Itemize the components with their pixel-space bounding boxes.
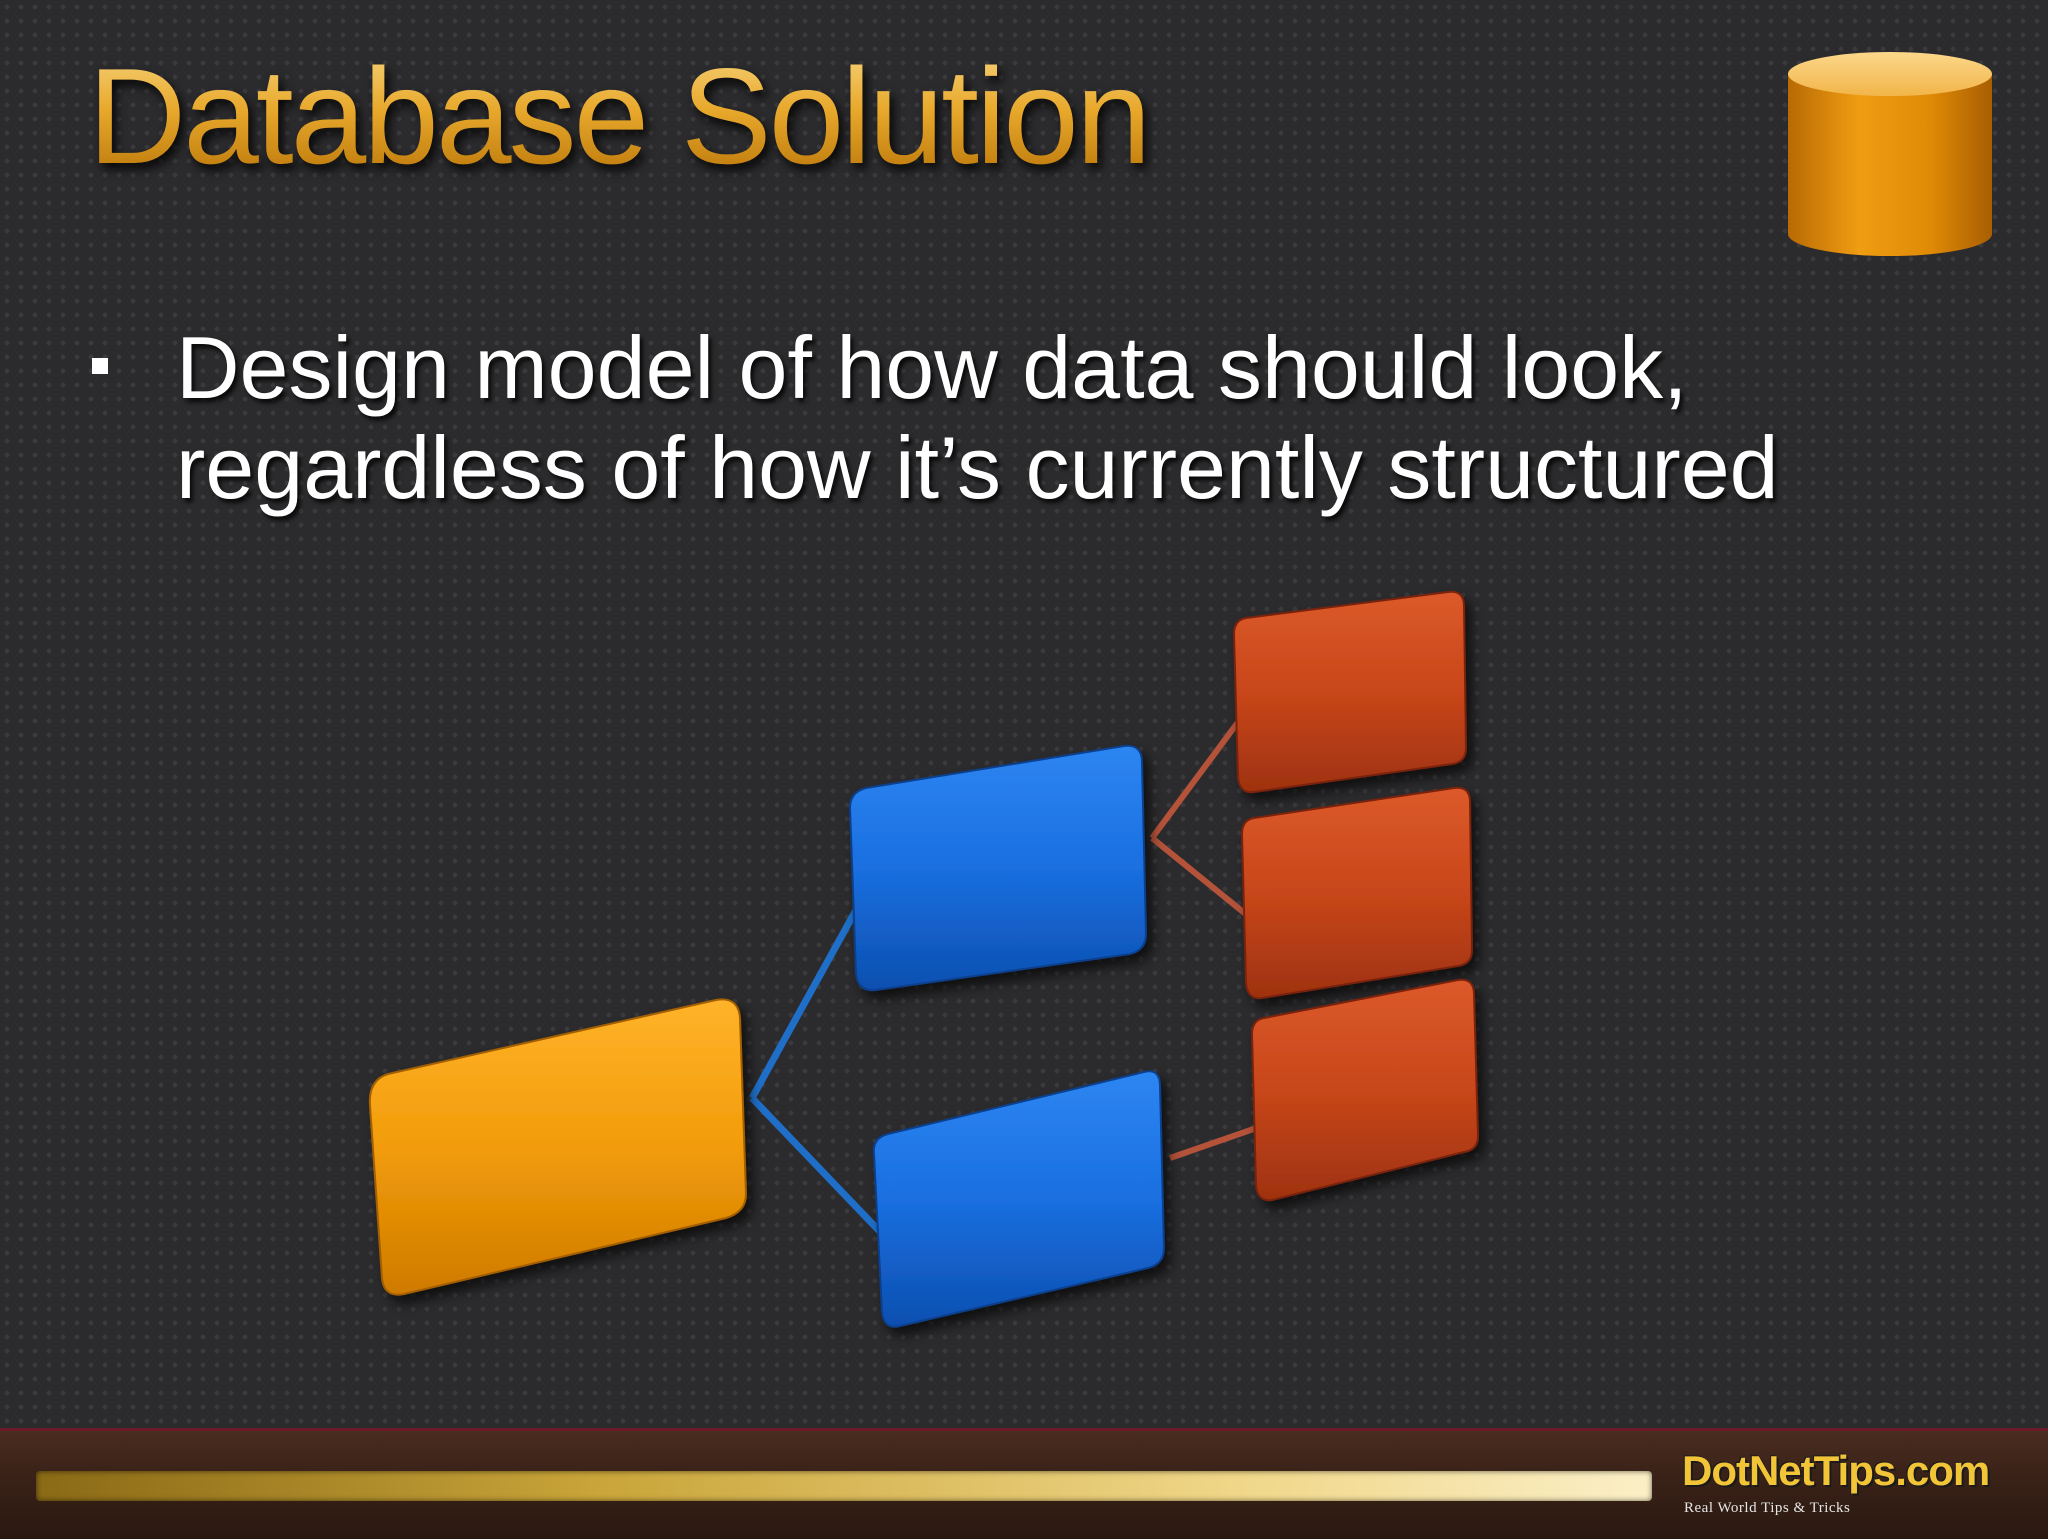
bullet-marker bbox=[92, 358, 108, 374]
leaf-node-2 bbox=[1240, 786, 1474, 1000]
connector-root-child-2 bbox=[749, 1095, 889, 1241]
database-cylinder-icon bbox=[1788, 52, 1992, 256]
leaf-node-3 bbox=[1250, 978, 1480, 1202]
child-node-1 bbox=[848, 744, 1148, 992]
bullet-item: Design model of how data should look,reg… bbox=[176, 318, 1968, 518]
bullet-line-2: regardless of how it’s currently structu… bbox=[176, 418, 1779, 517]
connector-child1-leaf-1 bbox=[1149, 704, 1253, 840]
slide-title: Database Solution bbox=[88, 40, 1151, 192]
root-node bbox=[368, 998, 748, 1296]
bullet-list: Design model of how data should look,reg… bbox=[88, 318, 1968, 518]
footer-banner: DotNetTips.com Real World Tips & Tricks bbox=[0, 1428, 2048, 1539]
connector-root-child-1 bbox=[748, 890, 870, 1100]
child-node-2 bbox=[872, 1070, 1166, 1328]
dotnettips-logo: DotNetTips.com Real World Tips & Tricks bbox=[1676, 1443, 2036, 1531]
connector-child2-leaf-3 bbox=[1169, 1121, 1269, 1161]
bullet-line-1: Design model of how data should look, bbox=[176, 318, 1688, 417]
connectors-red bbox=[1149, 704, 1269, 1161]
footer-gold-bar bbox=[36, 1471, 1652, 1501]
logo-tagline: Real World Tips & Tricks bbox=[1684, 1500, 1851, 1516]
logo-text: DotNetTips.com bbox=[1682, 1447, 1990, 1494]
leaf-node-1 bbox=[1232, 590, 1468, 794]
connectors-blue bbox=[748, 890, 889, 1241]
connector-child1-leaf-2 bbox=[1150, 835, 1260, 927]
